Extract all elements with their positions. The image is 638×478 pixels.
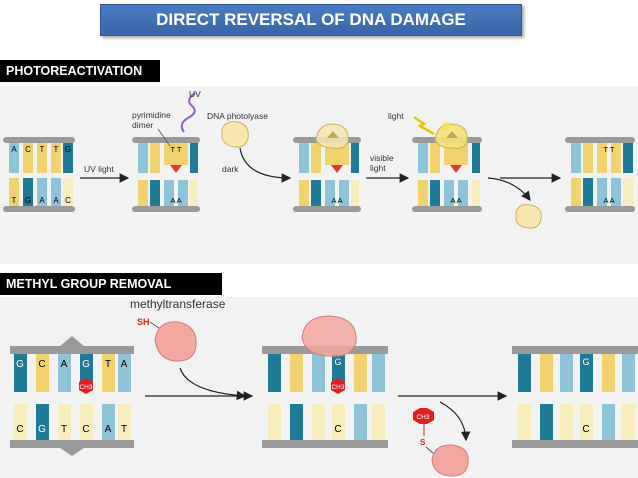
base-label: G	[65, 145, 71, 154]
ch3-label: CH3	[79, 384, 92, 391]
aa-label: A A	[450, 196, 461, 205]
photoreactivation-panel	[0, 86, 638, 264]
base-label: A	[61, 359, 68, 370]
c-label: C	[582, 424, 589, 435]
dna-methyl-repaired: G C	[512, 346, 638, 448]
uv-label: UV	[189, 89, 201, 99]
sh-label: SH	[137, 317, 150, 327]
base-label: T	[61, 424, 67, 435]
base-label: A	[39, 196, 45, 205]
enzyme-label: DNA photolyase	[207, 111, 268, 121]
released-photolyase-icon	[515, 204, 542, 229]
uv-wave-icon	[180, 92, 196, 133]
dna-dimer: T T A A	[132, 137, 200, 212]
section-label-methyl-removal: METHYL GROUP REMOVAL	[0, 273, 222, 295]
dna-light-activated: A A	[412, 123, 482, 212]
arrow-release-methyl	[439, 401, 471, 442]
base-label: C	[16, 424, 23, 435]
visible-light-label: light	[370, 163, 386, 173]
aa-label: A A	[170, 196, 181, 205]
g-label: G	[582, 357, 589, 367]
base-label: A	[105, 424, 112, 435]
dna-methyl-enzyme-bound: G CH3 C	[262, 315, 388, 448]
dimer-pointer	[157, 128, 171, 147]
dimer-label: dimer	[132, 120, 153, 130]
base-label: G	[82, 359, 90, 370]
uv-light-label: UV light	[84, 164, 114, 174]
tt-label: T T	[171, 145, 182, 154]
photolyase-icon	[221, 121, 249, 148]
base-label: A	[11, 145, 17, 154]
base-label: T	[40, 145, 45, 154]
arrow-binding	[179, 367, 247, 401]
tt-label: T T	[604, 145, 615, 154]
base-label: G	[16, 359, 24, 370]
base-label: C	[25, 145, 31, 154]
light-label: light	[388, 111, 404, 121]
dna-repaired: T T A A	[565, 137, 635, 212]
base-label: G	[25, 196, 31, 205]
base-label: C	[82, 424, 89, 435]
visible-label: visible	[370, 153, 394, 163]
base-label: A	[53, 196, 59, 205]
dark-label: dark	[222, 164, 239, 174]
base-label: A	[121, 359, 128, 370]
dna-methylated: G C A G T A CH3 C G T C A T	[10, 336, 134, 456]
section-label-photoreactivation: PHOTOREACTIVATION	[0, 60, 160, 82]
ch3-transferred-icon	[413, 408, 434, 424]
dna-original: A C T T G T G A A C	[3, 137, 75, 212]
base-label: C	[65, 196, 71, 205]
base-label: C	[38, 359, 45, 370]
released-methyltransferase-icon	[431, 444, 469, 477]
dna-enzyme-bound: A A	[293, 123, 361, 212]
methyltransferase-icon	[154, 321, 197, 362]
arrow-dark	[239, 147, 292, 183]
base-label: T	[54, 145, 59, 154]
aa-label: A A	[603, 196, 614, 205]
methyltransferase-label: methyltransferase	[130, 297, 226, 311]
base-label: G	[38, 424, 46, 435]
aa-label: A A	[331, 196, 342, 205]
light-bolt-icon	[413, 115, 435, 136]
pyrimidine-label: pyrimidine	[132, 110, 171, 120]
ch3-label: CH3	[331, 384, 344, 391]
c-label: C	[334, 424, 341, 435]
page-title: DIRECT REVERSAL OF DNA DAMAGE	[100, 4, 522, 36]
s-label: S	[420, 438, 426, 447]
base-label: T	[105, 359, 111, 370]
base-label: T	[12, 196, 17, 205]
ch3-label: CH3	[416, 414, 429, 421]
base-label: T	[121, 424, 127, 435]
arrow-release	[487, 177, 531, 201]
g-label: G	[334, 357, 341, 367]
